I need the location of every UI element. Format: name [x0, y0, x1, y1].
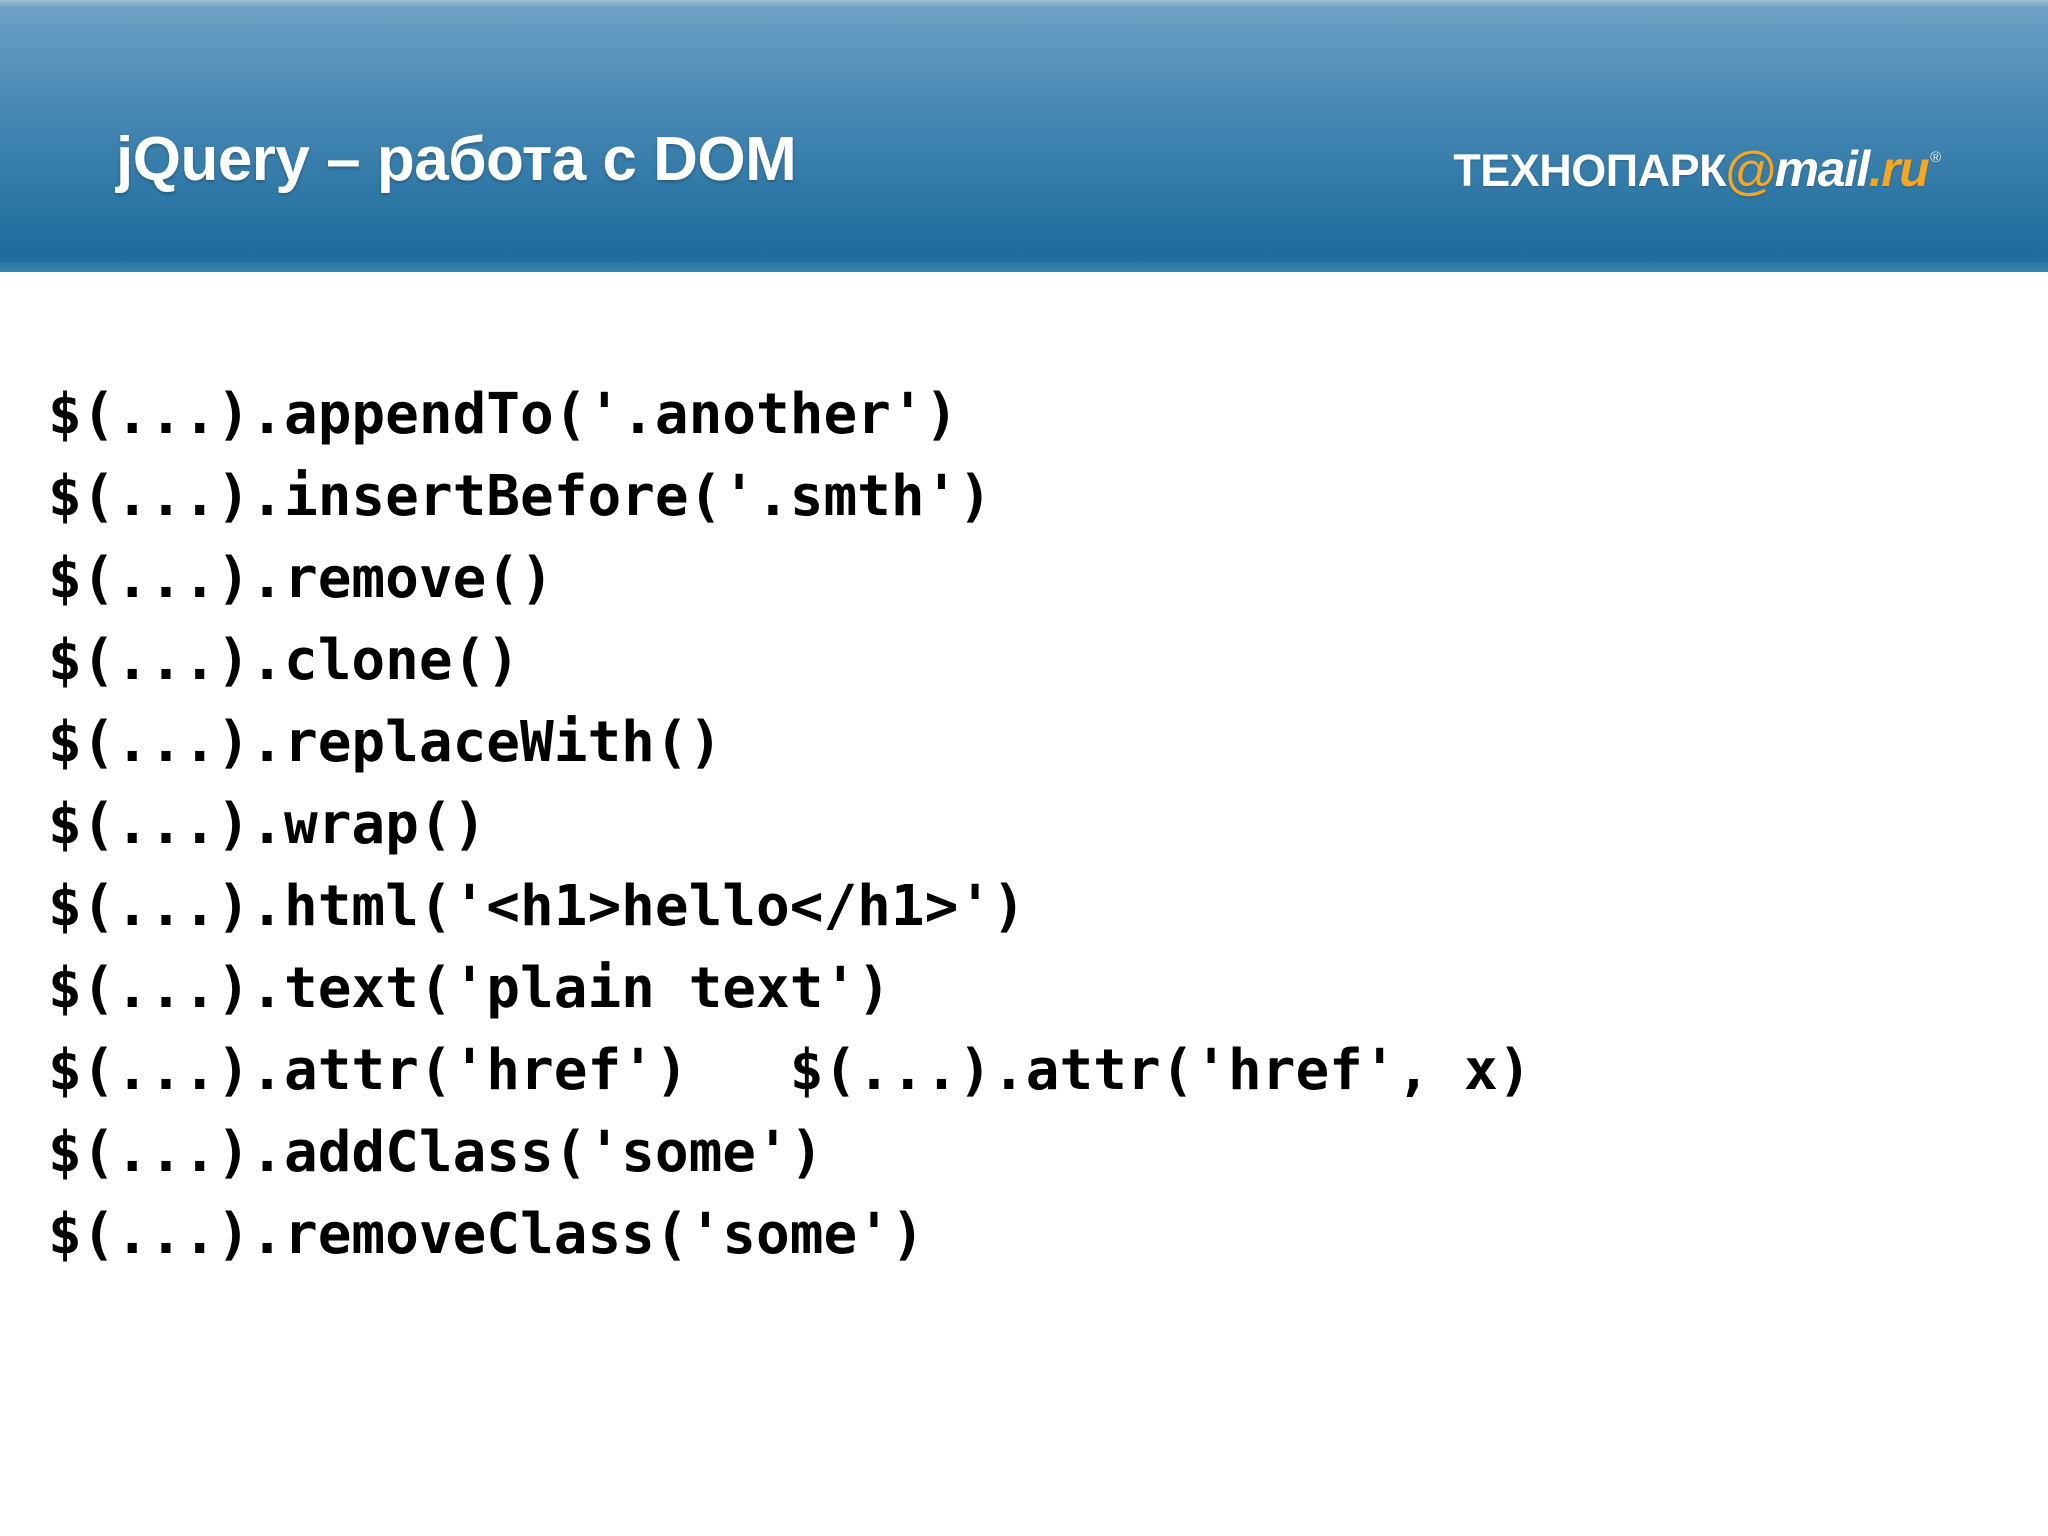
registered-trademark-icon: ®	[1930, 149, 1941, 166]
code-line: $(...).appendTo('.another')	[48, 382, 959, 447]
code-line: $(...).wrap()	[48, 792, 487, 857]
logo-dotru-text: .ru	[1868, 141, 1930, 197]
at-sign-icon: @	[1724, 142, 1778, 201]
code-line: $(...).addClass('some')	[48, 1120, 824, 1185]
logo-technopark-text: ТЕХНОПАРК	[1453, 145, 1727, 196]
code-line: $(...).replaceWith()	[48, 710, 723, 775]
code-line: $(...).insertBefore('.smth')	[48, 464, 993, 529]
logo-mail-text: mail	[1774, 141, 1871, 197]
header-top-sheen	[0, 0, 2048, 7]
brand-logo: ТЕХНОПАРК @ mail .ru ®	[1453, 141, 1941, 201]
code-line: $(...).clone()	[48, 628, 521, 693]
code-line: $(...).remove()	[48, 546, 554, 611]
code-line: $(...).removeClass('some')	[48, 1202, 925, 1267]
code-line: $(...).html('<h1>hello</h1>')	[48, 874, 1026, 939]
header-bottom-edge	[0, 263, 2048, 272]
code-block: $(...).appendTo('.another') $(...).insert…	[48, 374, 2008, 1276]
code-line: $(...).text('plain text')	[48, 956, 891, 1021]
slide-header: jQuery – работа с DOM ТЕХНОПАРК @ mail .…	[0, 0, 2048, 272]
slide-title: jQuery – работа с DOM	[116, 125, 797, 194]
code-line: $(...).attr('href') $(...).attr('href', …	[48, 1038, 1532, 1103]
